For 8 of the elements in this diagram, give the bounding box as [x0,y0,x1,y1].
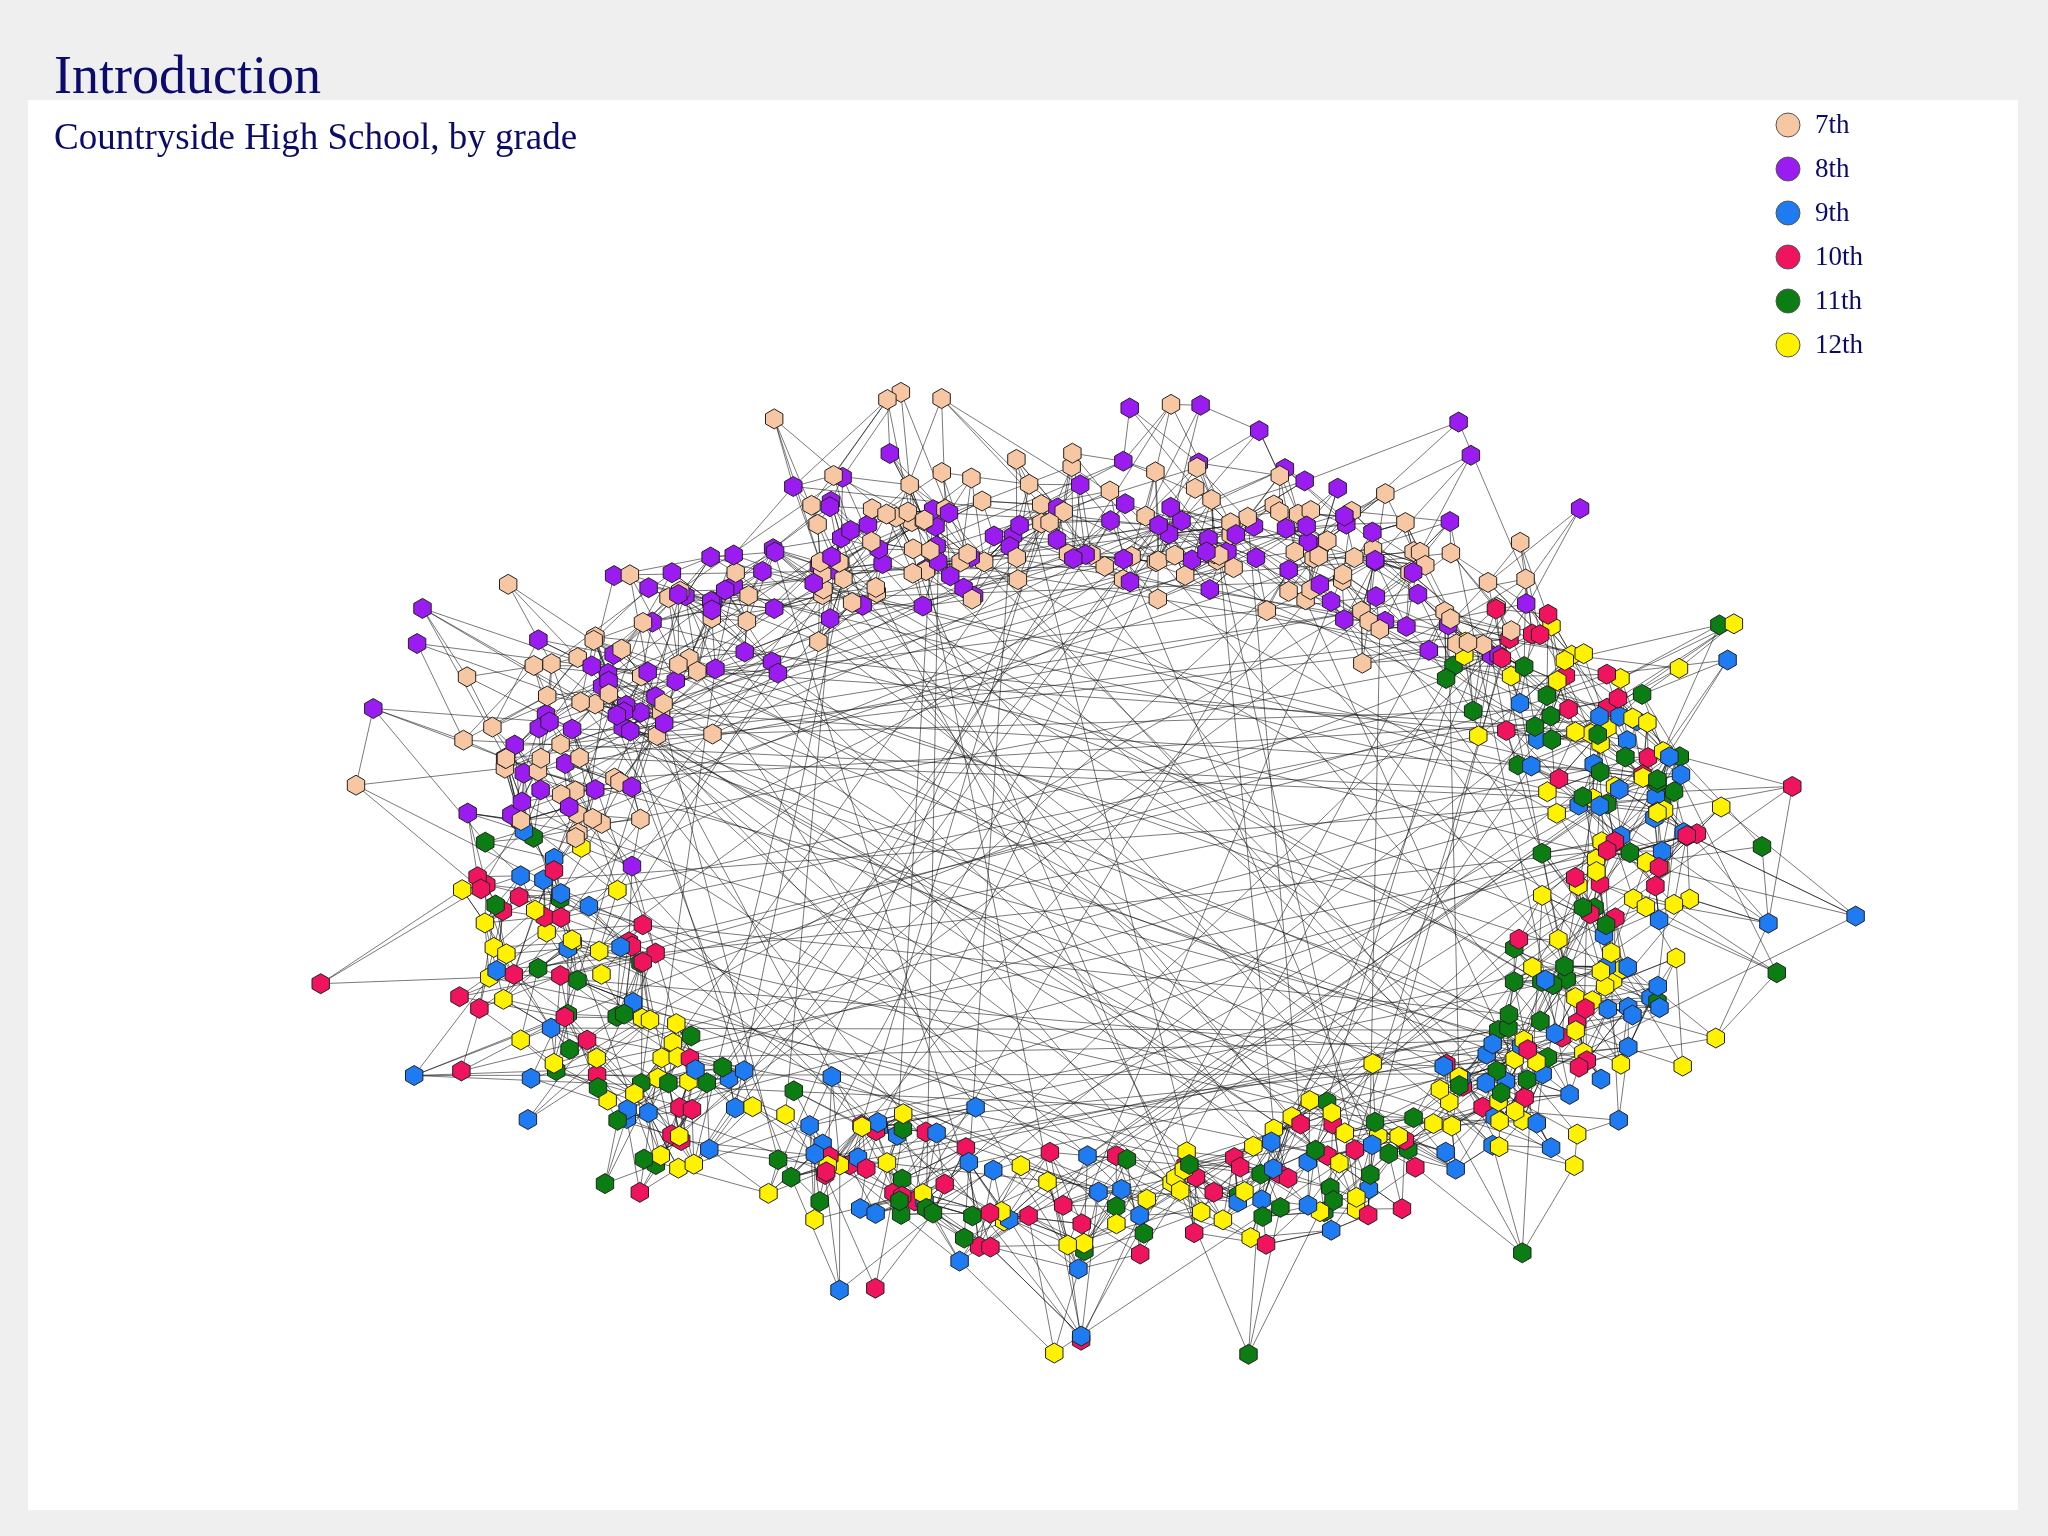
legend-label: 12th [1815,331,1863,358]
subtitle: Countryside High School, by grade [54,118,578,155]
legend-label: 9th [1815,199,1850,226]
slide-title: Introduction [54,48,321,102]
legend-label: 7th [1815,111,1850,138]
legend-label: 8th [1815,155,1850,182]
legend-label: 10th [1815,243,1863,270]
legend-label: 11th [1815,287,1862,314]
